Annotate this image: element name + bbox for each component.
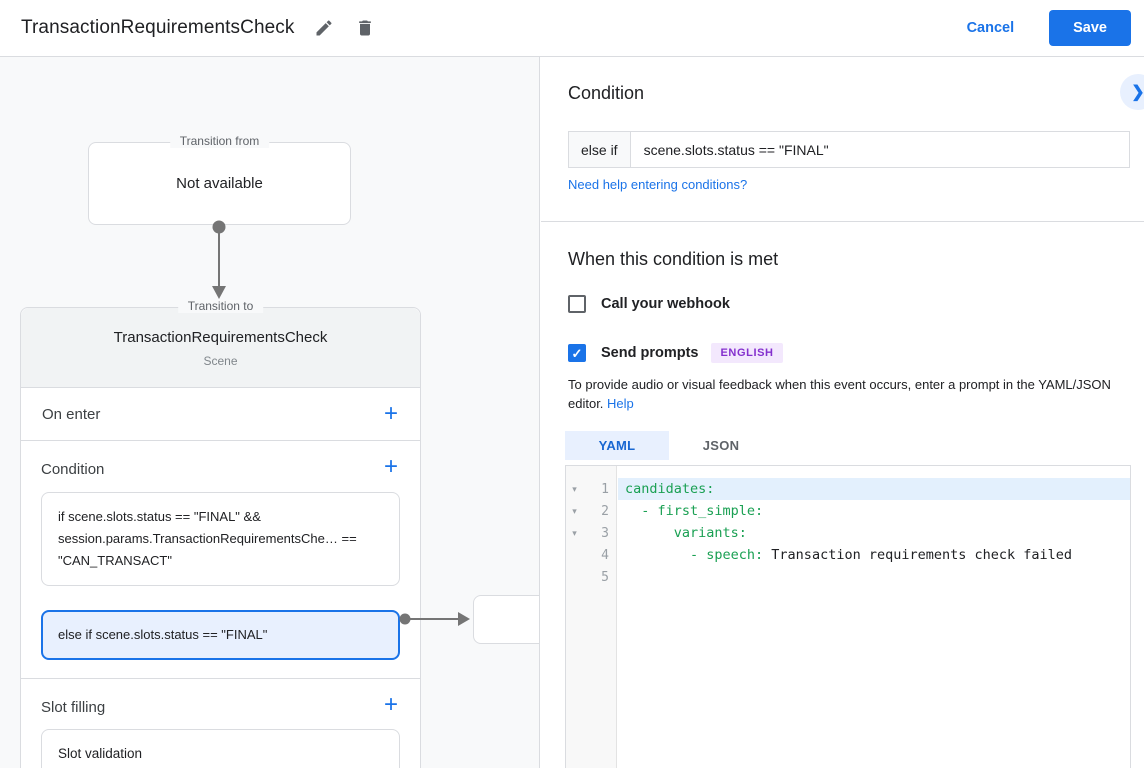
code-line: ▾ 2 - first_simple:: [566, 500, 1130, 522]
add-on-enter-button[interactable]: +: [383, 400, 398, 427]
code-line: ▾ 3 variants:: [566, 522, 1130, 544]
chevron-right-icon: ❯: [1131, 84, 1144, 101]
add-condition-button[interactable]: +: [383, 453, 398, 480]
send-prompts-checkbox[interactable]: ✓: [568, 344, 586, 362]
webhook-row: Call your webhook: [568, 295, 730, 313]
trash-icon: [358, 20, 371, 36]
editor-content: ▾ 1 candidates: ▾ 2 - first_simple: ▾ 3 …: [566, 466, 1130, 588]
yaml-key: candidates:: [625, 481, 715, 497]
condition-detail-panel: Condition ❯ else if Need help entering c…: [541, 57, 1144, 768]
line-number: 3: [601, 525, 609, 541]
transition-to-label: Transition to: [177, 299, 264, 313]
call-webhook-label: Call your webhook: [601, 296, 730, 312]
flow-diagram-panel: Transition from Not available Transition…: [0, 57, 540, 768]
topbar-actions: Cancel Save: [967, 10, 1144, 46]
code-line: ▾ 1 candidates:: [566, 478, 1130, 500]
transition-arrow-down: [212, 220, 226, 299]
add-slot-button[interactable]: +: [383, 691, 398, 718]
help-link[interactable]: Help: [607, 396, 634, 411]
scene-card: Transition to TransactionRequirementsChe…: [20, 299, 421, 768]
description-text: To provide audio or visual feedback when…: [568, 377, 1111, 411]
condition-section: Condition + if scene.slots.status == "FI…: [21, 441, 420, 679]
section-divider: [541, 221, 1144, 222]
call-webhook-checkbox[interactable]: [568, 295, 586, 313]
on-enter-row: On enter +: [21, 388, 420, 441]
tab-json[interactable]: JSON: [702, 438, 740, 453]
fold-arrow-icon[interactable]: ▾: [572, 483, 577, 494]
slot-filling-label: Slot filling: [41, 699, 106, 716]
editor-gutter: [566, 466, 617, 768]
transition-from-label: Transition from: [169, 134, 270, 148]
condition-item-selected[interactable]: else if scene.slots.status == "FINAL": [41, 610, 400, 660]
fold-arrow-icon[interactable]: ▾: [572, 527, 577, 538]
slot-item[interactable]: Slot validation: [41, 729, 400, 768]
send-prompts-label: Send prompts: [601, 345, 699, 361]
panel-title: Condition: [568, 83, 645, 103]
top-bar: TransactionRequirementsCheck Cancel Save: [0, 0, 1144, 57]
yaml-code-editor[interactable]: ▾ 1 candidates: ▾ 2 - first_simple: ▾ 3 …: [565, 465, 1131, 768]
check-icon: ✓: [571, 345, 583, 361]
condition-item[interactable]: if scene.slots.status == "FINAL" && sess…: [41, 492, 400, 586]
transition-from-value: Not available: [176, 175, 263, 192]
transition-from-box: Transition from Not available: [88, 134, 351, 225]
code-line: 4 - speech: Transaction requirements che…: [566, 544, 1130, 566]
condition-transition-arrow: [399, 612, 470, 626]
page-title: TransactionRequirementsCheck: [21, 17, 295, 38]
editor-tabs: YAML JSON: [565, 431, 773, 460]
code-line: 5: [566, 566, 1130, 588]
condition-expression-group: else if: [568, 131, 1130, 168]
scene-card-header[interactable]: TransactionRequirementsCheck Scene: [21, 308, 420, 388]
transition-target-node[interactable]: [473, 595, 539, 644]
conditions-help-link[interactable]: Need help entering conditions?: [568, 177, 748, 192]
pencil-icon: [316, 20, 332, 36]
scene-type-label: Scene: [203, 354, 238, 368]
line-number: 1: [601, 481, 609, 497]
collapse-panel-button[interactable]: ❯: [1120, 74, 1144, 110]
line-number: 2: [601, 503, 609, 519]
when-condition-heading: When this condition is met: [568, 249, 779, 269]
language-badge: ENGLISH: [711, 343, 783, 363]
yaml-value: Transaction requirements check failed: [763, 547, 1073, 563]
condition-section-label: Condition: [41, 461, 105, 478]
condition-prefix-label: else if: [568, 131, 630, 168]
yaml-key: - first_simple:: [625, 503, 764, 519]
delete-scene-button[interactable]: [353, 16, 377, 40]
on-enter-label: On enter: [42, 406, 101, 423]
edit-scene-button[interactable]: [312, 16, 336, 40]
send-prompts-row: ✓ Send prompts ENGLISH: [568, 343, 783, 363]
cancel-button[interactable]: Cancel: [966, 20, 1015, 36]
condition-expression-input[interactable]: [629, 131, 1130, 168]
prompts-description: To provide audio or visual feedback when…: [568, 375, 1134, 413]
fold-arrow-icon[interactable]: ▾: [572, 505, 577, 516]
save-button[interactable]: Save: [1049, 10, 1131, 46]
line-number: 5: [601, 569, 609, 585]
tab-yaml[interactable]: YAML: [565, 431, 669, 460]
line-number: 4: [601, 547, 609, 563]
yaml-key: - speech:: [625, 547, 764, 563]
slot-filling-section: Slot filling + Slot validation Transacti…: [21, 679, 420, 768]
yaml-key: variants:: [625, 525, 747, 541]
scene-name: TransactionRequirementsCheck: [113, 329, 328, 346]
